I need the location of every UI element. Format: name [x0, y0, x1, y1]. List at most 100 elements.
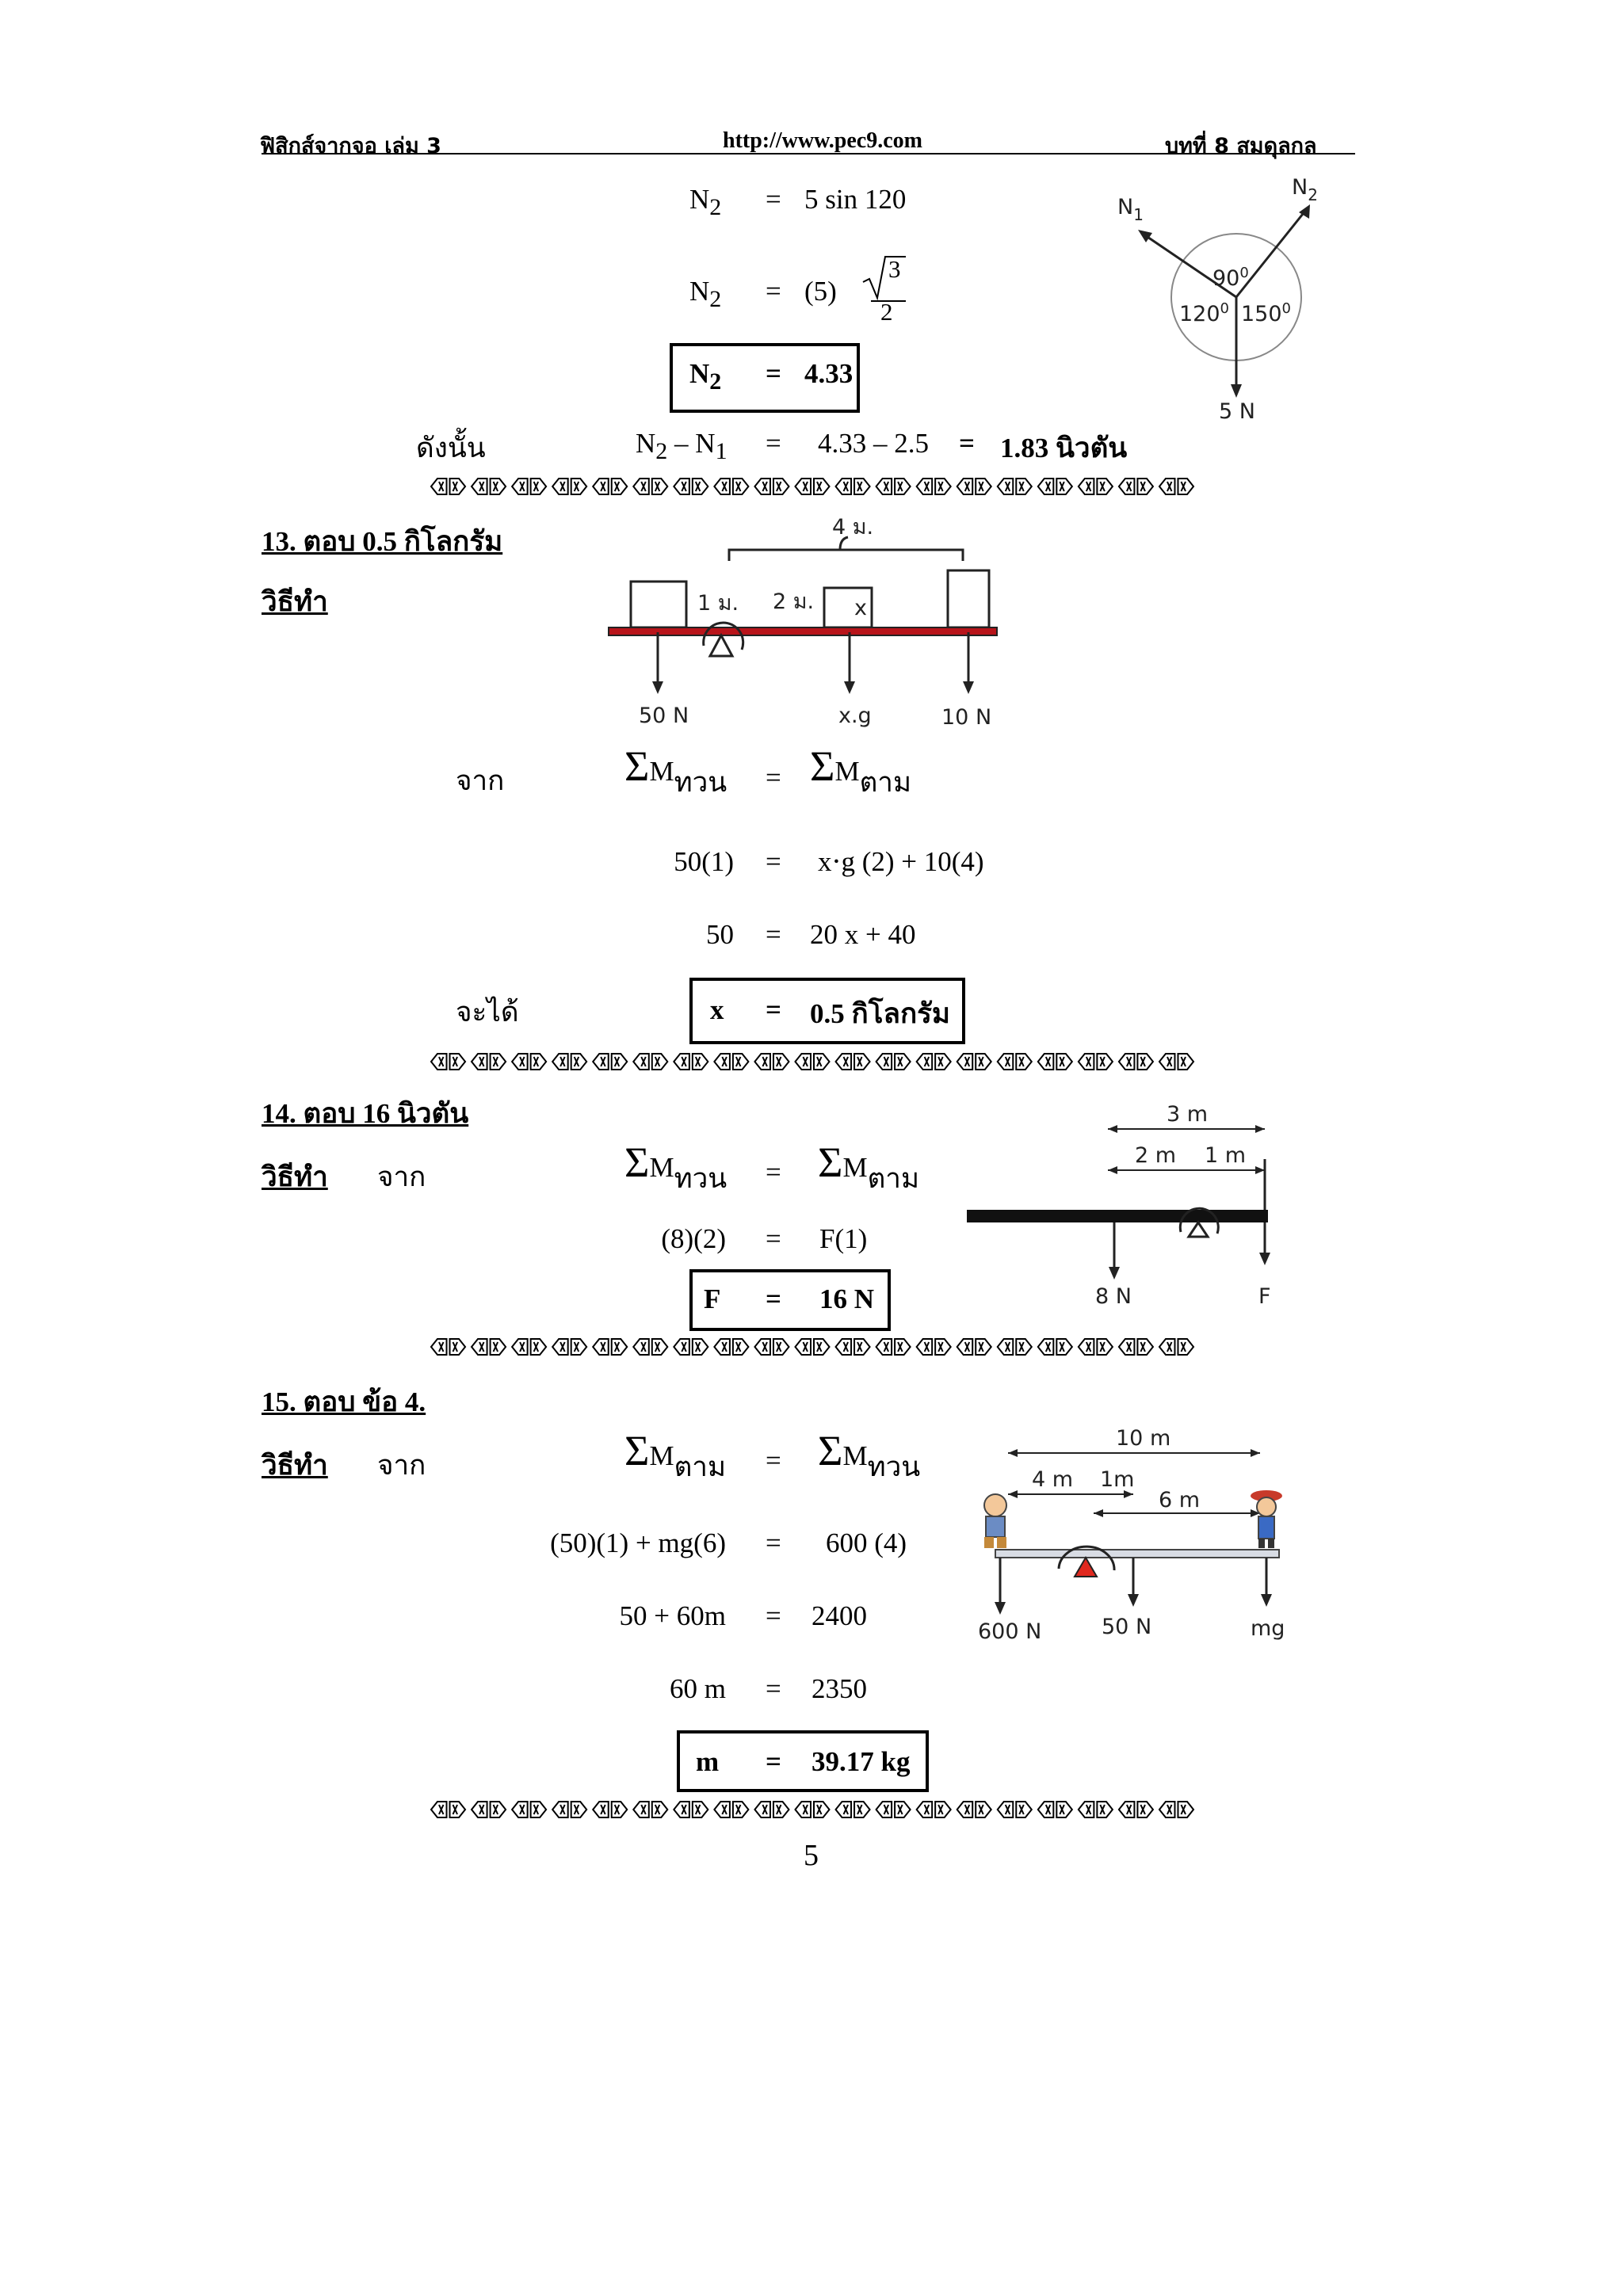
q15-seesaw-diagram: 10 m 4 m 1m 6 m 600 N 50 N mg	[978, 1426, 1285, 1644]
separator-glyph	[754, 1338, 790, 1356]
separator-glyph	[1077, 1801, 1114, 1818]
q14-from-label: จาก	[377, 1161, 426, 1192]
section-separator	[430, 1053, 1195, 1070]
separator-glyph	[551, 1053, 588, 1070]
q14-box-lhs: F	[704, 1283, 721, 1314]
force-f-label: F	[1258, 1284, 1271, 1309]
len-4m-label: 4 ม.	[832, 515, 873, 540]
rotation-arrow	[1057, 1545, 1116, 1571]
lever-beam	[967, 1210, 1268, 1222]
eq-sign: =	[766, 276, 781, 307]
separator-glyph	[1037, 478, 1074, 495]
separator-glyph	[430, 478, 467, 495]
q15-method-label: วิธีทำ	[262, 1450, 328, 1481]
separator-glyph	[1158, 478, 1195, 495]
boxed-n2-lhs: N2	[689, 358, 722, 395]
separator-glyph	[794, 1053, 831, 1070]
pivot-fulcrum	[708, 632, 735, 658]
force-xg-label: x.g	[838, 704, 872, 728]
result-box-n2	[670, 343, 860, 413]
eq-sign: =	[766, 1157, 781, 1188]
sqrt-fraction: 3 2	[860, 252, 907, 326]
sqrt-numerator: 3	[888, 255, 901, 283]
q14-sum-m-cw: ΣMตาม	[818, 1138, 920, 1194]
header-book-title: ฟิสิกส์จากจอ เล่ม 3	[260, 134, 441, 158]
lever-beam	[608, 627, 998, 636]
separator-glyph	[632, 1338, 669, 1356]
diff-result: 1.83 นิวตัน	[1000, 433, 1128, 463]
separator-glyph	[1077, 1053, 1114, 1070]
separator-glyph	[834, 1053, 871, 1070]
section-separator	[430, 478, 1195, 495]
separator-glyph	[794, 1338, 831, 1356]
separator-glyph	[956, 478, 993, 495]
separator-glyph	[510, 478, 548, 495]
len-1m-label: 1 m	[1205, 1143, 1246, 1168]
5n-label: 5 N	[1219, 399, 1255, 424]
eq-sign: =	[766, 358, 781, 389]
q15-line2-lhs: (50)(1) + mg(6)	[550, 1527, 726, 1558]
pivot-fulcrum	[1186, 1220, 1210, 1238]
q15-line3-rhs: 2400	[812, 1600, 867, 1631]
separator-glyph	[996, 1053, 1033, 1070]
mass-10n	[946, 569, 991, 629]
eq-sign: =	[766, 919, 781, 950]
n2-line2-rhs: (5)	[804, 276, 837, 307]
separator-glyph	[1037, 1053, 1074, 1070]
span-4m-bracket	[727, 536, 964, 561]
eq-sign: =	[766, 762, 781, 793]
eq-sign: =	[766, 1600, 781, 1631]
n2-label: N2	[1292, 175, 1318, 204]
separator-glyph	[754, 1801, 790, 1818]
q15-sum-m-ccw: ΣMทวน	[818, 1427, 921, 1482]
q15-from-label: จาก	[377, 1450, 426, 1481]
fraction-denominator: 2	[880, 298, 893, 326]
len-10m-label: 10 m	[1116, 1426, 1170, 1451]
separator-glyph	[430, 1338, 467, 1356]
q15-line4-rhs: 2350	[812, 1673, 867, 1704]
result-box-m	[677, 1730, 929, 1792]
q14-answer-title: 14. ตอบ 16 นิวตัน	[262, 1098, 469, 1129]
q14-sum-m-ccw: ΣMทวน	[624, 1138, 727, 1194]
eq-sign: =	[766, 994, 781, 1025]
page-number: 5	[804, 1839, 819, 1872]
n2-line1-rhs: 5 sin 120	[804, 184, 907, 215]
eq-sign: =	[766, 1746, 781, 1777]
separator-glyph	[1037, 1801, 1074, 1818]
q14-method-label: วิธีทำ	[262, 1161, 328, 1192]
separator-glyph	[470, 1338, 507, 1356]
separator-glyph	[510, 1053, 548, 1070]
mass-x-label: x	[854, 596, 867, 620]
separator-glyph	[754, 1053, 790, 1070]
q13-line3-lhs: 50	[706, 919, 734, 950]
separator-glyph	[1117, 1801, 1155, 1818]
separator-glyph	[875, 1338, 911, 1356]
len-2m-label: 2 ม.	[773, 589, 814, 614]
rotation-arrow	[1178, 1207, 1220, 1234]
q15-line2-rhs: 600 (4)	[826, 1527, 907, 1558]
force-diagram-n1-n2: N1 N2 900 1200 1500 5 N	[1117, 175, 1318, 424]
n2-line2-lhs: N2	[689, 276, 722, 312]
seesaw-plank	[995, 1549, 1280, 1558]
n2-arrow	[1235, 209, 1308, 298]
separator-glyph	[915, 1338, 952, 1356]
angle-150: 1500	[1241, 300, 1291, 326]
separator-glyph	[1158, 1801, 1195, 1818]
separator-glyph	[510, 1801, 548, 1818]
eq-sign: =	[766, 846, 781, 877]
separator-glyph	[470, 1801, 507, 1818]
header-url: http://www.pec9.com	[723, 128, 922, 153]
result-box-x	[689, 978, 965, 1044]
separator-glyph	[551, 1801, 588, 1818]
result-box-f	[689, 1269, 891, 1331]
eq-sign: =	[766, 184, 781, 215]
mass-50n	[629, 580, 688, 629]
q13-answer-title: 13. ตอบ 0.5 กิโลกรัม	[262, 526, 503, 557]
q14-line2-lhs: (8)(2)	[661, 1223, 726, 1254]
separator-glyph	[875, 1801, 911, 1818]
separator-glyph	[1117, 1338, 1155, 1356]
eq-sign: =	[766, 1223, 781, 1254]
separator-glyph	[875, 478, 911, 495]
separator-glyph	[1158, 1053, 1195, 1070]
header-rule	[262, 153, 1355, 154]
